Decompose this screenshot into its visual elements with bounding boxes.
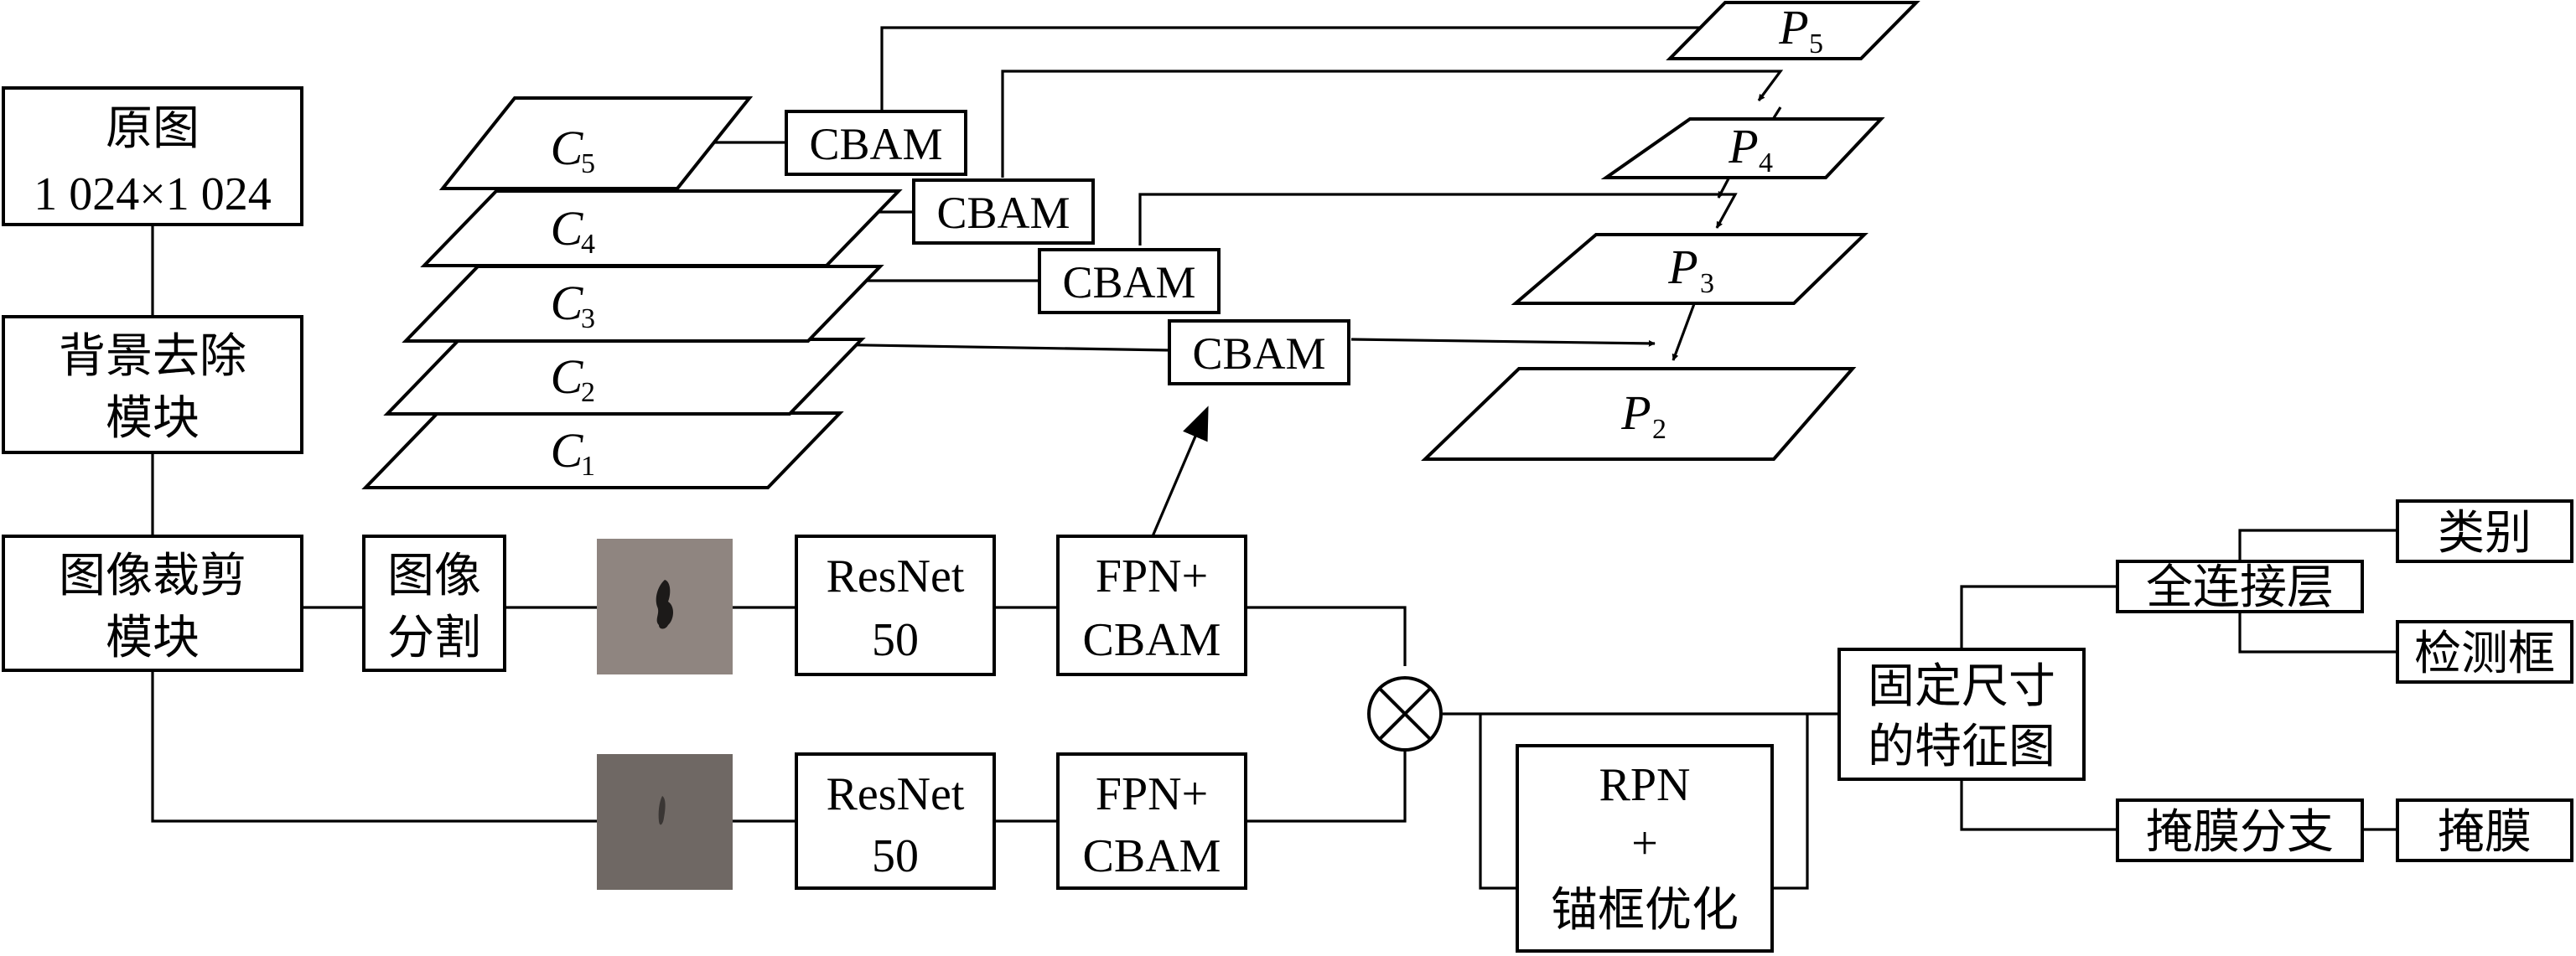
cbam-boxes: CBAM CBAM CBAM CBAM [785, 110, 1350, 385]
category-label: 类别 [2438, 506, 2532, 561]
image-crop-line1: 图像裁剪 [59, 549, 246, 603]
cbam-label-c4: CBAM [936, 188, 1070, 238]
resnet50-bottom-line1: ResNet [827, 768, 965, 820]
p4-sub: 4 [1759, 147, 1773, 178]
c2-layer [383, 338, 866, 416]
p3-layer [1511, 233, 1869, 305]
rpn-line1: RPN [1599, 759, 1691, 811]
cbam-box-c2 [1168, 319, 1350, 385]
c2-sub: 2 [581, 377, 595, 408]
resnet50-bottom-line2: 50 [872, 830, 919, 882]
pyramid-stack: P 5 P 4 P 3 P 2 [1421, 0, 1920, 461]
c5-layer [438, 96, 754, 190]
cbam-box-c3 [1038, 248, 1221, 314]
fully-connected-box [2116, 560, 2364, 613]
c3-layer [402, 265, 884, 343]
p5-sub: 5 [1809, 28, 1823, 59]
background-removal-line2: 模块 [106, 391, 200, 446]
rpn-anchor-box [1516, 744, 1774, 953]
original-image-box [2, 86, 303, 226]
cbam-box-c4 [912, 178, 1095, 245]
fusion-otimes-icon [1367, 676, 1443, 752]
cbam-label-c2: CBAM [1192, 328, 1325, 379]
resnet50-top-line1: ResNet [827, 550, 965, 602]
c1-letter: C [551, 423, 584, 478]
bbox-box [2396, 620, 2573, 684]
segmented-thumbnail [597, 539, 733, 674]
bbox-label: 检测框 [2414, 627, 2555, 681]
category-box [2396, 499, 2573, 563]
c2-letter: C [551, 349, 584, 404]
p4-layer [1600, 117, 1885, 179]
p4-letter: P [1728, 119, 1758, 173]
c5-sub: 5 [581, 148, 595, 179]
mask-branch-box [2116, 798, 2364, 862]
segmented-object [656, 580, 674, 629]
cbam-label-c3: CBAM [1062, 257, 1195, 307]
p2-letter: P [1620, 385, 1651, 440]
p3-letter: P [1667, 240, 1697, 294]
cbam-label-c5: CBAM [809, 119, 942, 169]
connectors [151, 24, 2397, 890]
cropped-thumbnail [597, 754, 733, 890]
cropped-thumbnail-bg [597, 754, 733, 890]
fixed-feature-line2: 的特征图 [1868, 720, 2055, 774]
resnet50-top-line2: 50 [872, 614, 919, 666]
image-segmentation-line1: 图像 [387, 549, 481, 603]
mask-branch-label: 掩膜分支 [2146, 805, 2334, 860]
fpn-cbam-top-box [1056, 535, 1247, 676]
fixed-feature-line1: 固定尺寸 [1868, 659, 2055, 714]
cropped-object [658, 796, 666, 825]
image-crop-box [2, 535, 303, 672]
original-image-title: 原图 [106, 101, 200, 156]
mask-output-label: 掩膜 [2438, 805, 2532, 860]
c3-letter: C [551, 276, 584, 330]
cbam-box-c5 [785, 110, 967, 176]
fpn-cbam-bottom-line2: CBAM [1083, 830, 1221, 882]
image-segmentation-line2: 分割 [387, 611, 481, 665]
mask-output-box [2396, 798, 2573, 862]
c4-sub: 4 [581, 229, 595, 260]
fixed-feature-map-box [1837, 648, 2086, 781]
fpn-cbam-bottom-box [1056, 752, 1247, 890]
c1-sub: 1 [581, 451, 595, 482]
c1-layer [361, 411, 844, 489]
c3-sub: 3 [581, 303, 595, 334]
c4-letter: C [551, 201, 584, 256]
background-removal-box [2, 315, 303, 454]
resnet50-bottom-box [795, 752, 996, 890]
rpn-line2: + [1631, 818, 1658, 870]
c5-letter: C [551, 121, 584, 175]
fpn-cbam-bottom-line1: FPN+ [1096, 768, 1208, 820]
p3-sub: 3 [1700, 268, 1714, 299]
fully-connected-label: 全连接层 [2146, 561, 2334, 615]
resnet50-top-box [795, 535, 996, 676]
original-image-size: 1 024×1 024 [34, 168, 272, 220]
image-crop-line2: 模块 [106, 611, 200, 665]
p2-sub: 2 [1652, 414, 1666, 445]
background-removal-line1: 背景去除 [59, 329, 246, 384]
fpn-cbam-top-line2: CBAM [1083, 614, 1221, 666]
c4-layer [420, 189, 903, 267]
p5-letter: P [1778, 0, 1808, 54]
p5-layer [1666, 1, 1920, 60]
backbone-stack: C 1 C 2 C 3 C 4 C 5 [361, 96, 903, 489]
rpn-line3: 锚框优化 [1551, 883, 1739, 938]
p2-layer [1421, 367, 1857, 461]
fpn-cbam-top-line1: FPN+ [1096, 550, 1208, 602]
image-segmentation-box [362, 535, 506, 672]
